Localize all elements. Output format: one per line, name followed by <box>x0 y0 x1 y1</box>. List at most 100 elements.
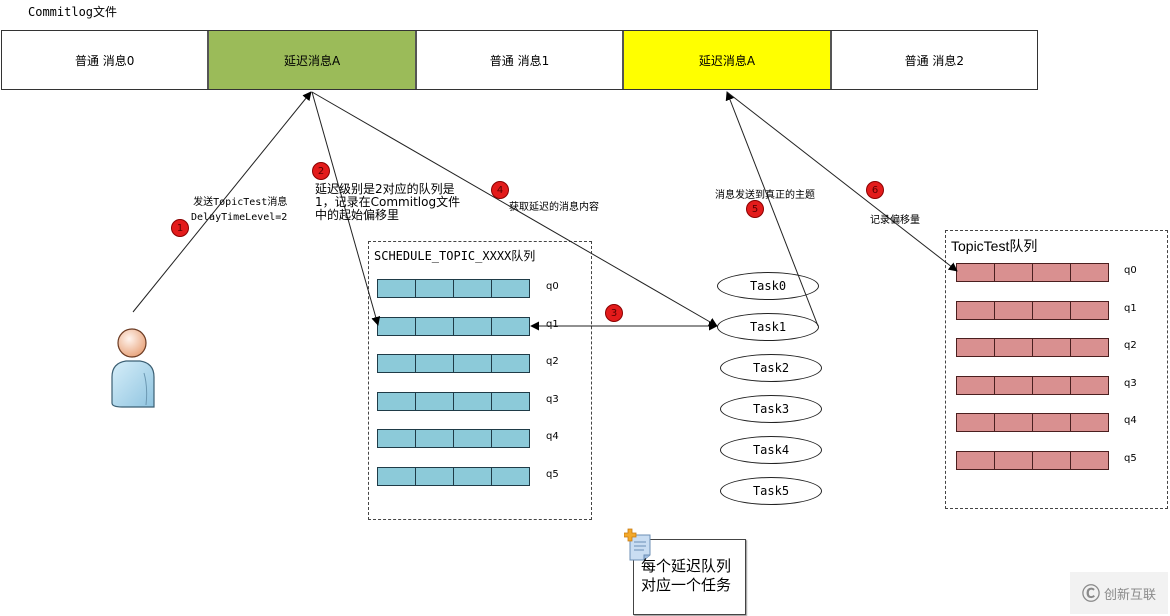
step-5-text: 消息发送到真正的主题 <box>715 190 815 201</box>
queue-slot <box>957 264 995 281</box>
cell-label: 普通 消息0 <box>74 53 135 68</box>
topic-queue-label: q2 <box>1124 340 1137 351</box>
commitlog-cell[interactable]: 延迟消息A <box>209 31 417 89</box>
commitlog-bar: 普通 消息0 延迟消息A 普通 消息1 延迟消息A 普通 消息2 <box>1 30 1038 90</box>
queue-slot <box>957 414 995 431</box>
topic-queue-label: q0 <box>1124 265 1137 276</box>
topic-queue-q4 <box>956 413 1109 432</box>
queue-slot <box>957 301 995 319</box>
watermark-text: 创新互联 <box>1103 587 1156 603</box>
schedule-queue-q5 <box>377 467 530 486</box>
queue-slot <box>995 376 1033 394</box>
cell-label: 普通 消息1 <box>489 53 550 68</box>
step-badge-1: 1 <box>171 219 189 237</box>
topic-queue-label: q4 <box>1124 415 1137 426</box>
task-node[interactable]: Task1 <box>717 313 819 341</box>
queue-slot <box>378 392 416 410</box>
queue-slot <box>416 317 454 335</box>
commitlog-cell[interactable]: 普通 消息0 <box>2 31 210 89</box>
topic-queue-q5 <box>956 450 1109 470</box>
queue-slot <box>957 339 995 356</box>
step-badge-3: 3 <box>605 304 623 322</box>
queue-slot <box>378 317 416 335</box>
step-4-text: 获取延迟的消息内容 <box>509 202 599 213</box>
step-badge-5: 5 <box>746 200 764 218</box>
task-node[interactable]: Task4 <box>720 436 822 464</box>
step-2-line: 中的起始偏移里 <box>315 208 400 222</box>
step-2-line: 1，记录在Commitlog文件 <box>315 195 461 209</box>
topic-queue-q3 <box>956 375 1109 395</box>
topic-queue-q2 <box>956 338 1109 357</box>
task-node[interactable]: Task5 <box>720 477 822 505</box>
schedule-queue-label: q4 <box>546 431 559 443</box>
watermark: Ⓒ 创新互联 <box>1070 572 1168 614</box>
step-1-line: 发送TopicTest消息 <box>193 197 288 208</box>
cell-label: 延迟消息A <box>698 53 756 68</box>
schedule-queue-q0 <box>377 279 530 298</box>
cell-label: 普通 消息2 <box>904 53 965 68</box>
schedule-queue-title: SCHEDULE_TOPIC_XXXX队列 <box>374 249 536 263</box>
queue-slot <box>416 468 454 485</box>
task-node[interactable]: Task2 <box>720 354 822 382</box>
note-text: 每个延迟队列 对应一个任务 <box>641 557 731 595</box>
note-box <box>633 539 746 615</box>
step-badge-2: 2 <box>312 162 330 180</box>
queue-slot <box>378 280 416 297</box>
topic-queue-group <box>945 230 1168 509</box>
commitlog-cell[interactable]: 普通 消息1 <box>416 31 625 89</box>
queue-slot <box>378 430 416 448</box>
queue-slot <box>416 430 454 448</box>
topic-queue-label: q1 <box>1124 302 1137 314</box>
queue-slot <box>454 468 492 485</box>
queue-slot <box>1033 376 1071 394</box>
queue-slot <box>995 414 1033 431</box>
arrow-record-topic-offset <box>726 91 958 272</box>
note-line: 对应一个任务 <box>641 576 732 594</box>
arrow-send-message <box>132 91 312 313</box>
step-badge-6: 6 <box>866 181 884 199</box>
task-node[interactable]: Task3 <box>720 395 822 423</box>
queue-slot <box>454 317 492 335</box>
queue-slot <box>454 392 492 410</box>
queue-slot <box>995 339 1033 356</box>
user-icon <box>108 325 158 413</box>
step-2-line: 延迟级别是2对应的队列是 <box>315 182 455 196</box>
queue-slot <box>995 451 1033 469</box>
schedule-queue-label: q2 <box>546 356 559 368</box>
queue-slot <box>1033 451 1071 469</box>
arrow-fetch-delayed <box>311 91 718 327</box>
queue-slot <box>1033 301 1071 319</box>
topic-queue-title: TopicTest队列 <box>951 238 1038 254</box>
queue-slot <box>957 376 995 394</box>
queue-slot <box>378 355 416 373</box>
queue-slot <box>995 264 1033 281</box>
queue-slot <box>1033 414 1071 431</box>
schedule-queue-group <box>368 241 592 520</box>
queue-slot <box>957 451 995 469</box>
queue-slot <box>454 280 492 297</box>
step-2-text: 延迟级别是2对应的队列是 1，记录在Commitlog文件 中的起始偏移里 <box>315 183 460 222</box>
schedule-queue-label: q0 <box>546 281 559 292</box>
step-6-text: 记录偏移量 <box>870 215 920 226</box>
queue-slot <box>995 301 1033 319</box>
note-line: 每个延迟队列 <box>641 557 732 575</box>
queue-slot <box>378 468 416 485</box>
schedule-queue-q4 <box>377 429 530 449</box>
commitlog-title: Commitlog文件 <box>28 5 118 19</box>
topic-queue-q1 <box>956 300 1109 320</box>
queue-slot <box>454 430 492 448</box>
cell-label: 延迟消息A <box>284 53 341 68</box>
commitlog-cell[interactable]: 普通 消息2 <box>831 31 1038 89</box>
queue-slot <box>416 280 454 297</box>
arrow-send-real-topic <box>725 91 819 327</box>
queue-slot <box>1033 339 1071 356</box>
schedule-queue-label: q3 <box>546 393 559 405</box>
queue-slot <box>416 392 454 410</box>
arrow-record-offset <box>311 91 381 326</box>
schedule-queue-q3 <box>377 391 530 411</box>
topic-queue-label: q3 <box>1124 377 1137 389</box>
commitlog-cell[interactable]: 延迟消息A <box>624 31 832 89</box>
step-1-text: 发送TopicTest消息 DelayTimeLevel=2 <box>191 195 287 225</box>
schedule-queue-q2 <box>377 354 530 374</box>
